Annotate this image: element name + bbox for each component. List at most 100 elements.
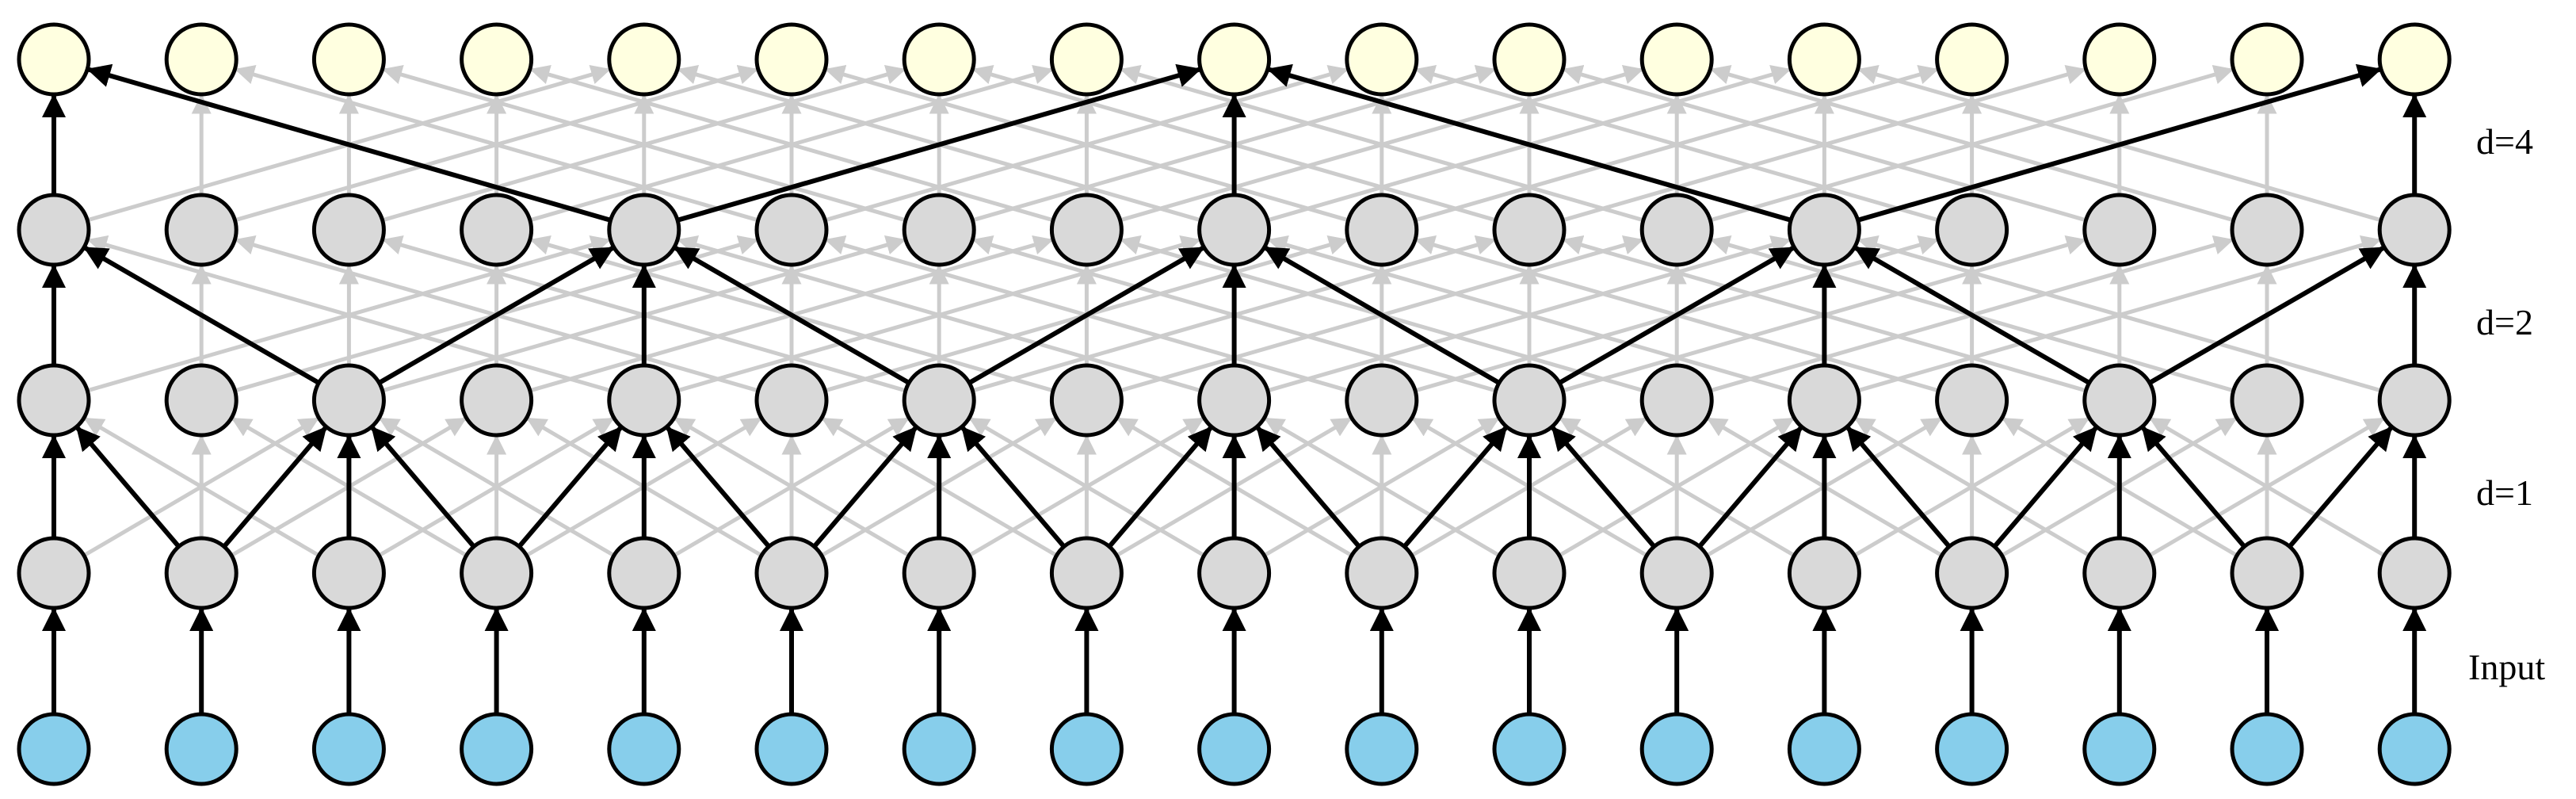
hidden-node: [2230, 536, 2304, 610]
hidden-node: [1492, 193, 1567, 267]
hidden-node: [1639, 193, 1714, 267]
input-node: [2082, 712, 2157, 786]
input-node: [1197, 712, 1272, 786]
input-node: [311, 712, 386, 786]
layer-label-input: Input: [2468, 647, 2546, 687]
background-edge: [1562, 64, 2087, 223]
hidden-node: [902, 193, 976, 267]
layer-label-d1: d=1: [2476, 472, 2533, 513]
background-edge: [82, 417, 319, 557]
highlighted-edge: [677, 63, 1202, 223]
background-edge: [2148, 417, 2385, 557]
background-edge: [673, 417, 910, 557]
hidden-node: [1345, 363, 1419, 438]
input-node: [1492, 712, 1567, 786]
hidden-node: [460, 536, 534, 610]
background-edge: [1853, 417, 2090, 557]
hidden-node: [2377, 536, 2452, 610]
hidden-node: [17, 193, 91, 267]
highlighted-edge: [222, 426, 327, 549]
highlighted-edge: [1256, 426, 1361, 549]
layer-label-d2: d=2: [2476, 302, 2533, 342]
highlighted-edge: [1266, 63, 1792, 223]
hidden-node: [1197, 536, 1272, 610]
hidden-node: [2082, 193, 2157, 267]
output-node: [1935, 22, 2009, 97]
input-node: [460, 712, 534, 786]
highlighted-edge: [967, 246, 1205, 385]
background-edge: [1263, 417, 1500, 557]
background-edge: [234, 64, 759, 223]
hidden-node: [1049, 193, 1124, 267]
highlighted-edge: [1263, 246, 1501, 385]
input-node: [902, 712, 976, 786]
output-node: [2082, 22, 2157, 97]
output-node: [1787, 22, 1861, 97]
highlighted-edge: [1845, 426, 1952, 549]
hidden-node: [2082, 363, 2157, 438]
highlighted-edge: [2141, 426, 2246, 549]
hidden-node: [754, 363, 829, 438]
input-node: [2377, 712, 2452, 786]
highlighted-edge: [1551, 426, 1656, 549]
input-node: [1345, 712, 1419, 786]
input-node: [754, 712, 829, 786]
hidden-node: [2082, 536, 2157, 610]
hidden-node: [460, 193, 534, 267]
output-node: [311, 22, 386, 97]
background-edge: [86, 235, 612, 393]
highlighted-edge: [674, 246, 910, 385]
output-node: [607, 22, 681, 97]
hidden-node: [1345, 193, 1419, 267]
hidden-node: [1197, 193, 1272, 267]
highlighted-edge: [83, 246, 320, 385]
hidden-node: [754, 536, 829, 610]
hidden-node: [460, 363, 534, 438]
hidden-node: [164, 363, 239, 438]
highlighted-edge: [1853, 246, 2091, 385]
hidden-node: [1049, 536, 1124, 610]
background-edge: [529, 64, 1054, 223]
background-edge: [1267, 235, 1792, 393]
background-edge: [381, 64, 906, 223]
highlighted-edge: [1558, 246, 1796, 385]
background-edge: [1414, 64, 1939, 223]
hidden-node: [1049, 363, 1124, 438]
hidden-node: [1935, 193, 2009, 267]
output-node: [902, 22, 976, 97]
output-node: [460, 22, 534, 97]
hidden-node: [1492, 363, 1567, 438]
highlighted-edge: [2288, 426, 2393, 549]
output-node: [1197, 22, 1272, 97]
highlighted-edge: [86, 63, 612, 223]
highlighted-edge: [1697, 426, 1803, 549]
hidden-node: [311, 363, 386, 438]
background-edge: [1709, 64, 2234, 223]
input-node: [607, 712, 681, 786]
nodes: [17, 22, 2452, 786]
highlighted-connections: [42, 63, 2427, 714]
highlighted-edge: [370, 426, 476, 549]
hidden-node: [17, 536, 91, 610]
input-node: [1787, 712, 1861, 786]
hidden-node: [311, 193, 386, 267]
hidden-node: [1787, 536, 1861, 610]
highlighted-edge: [812, 426, 918, 549]
highlighted-edge: [378, 246, 615, 385]
output-node: [164, 22, 239, 97]
output-node: [1639, 22, 1714, 97]
hidden-node: [164, 536, 239, 610]
hidden-node: [1935, 536, 2009, 610]
hidden-node: [311, 536, 386, 610]
highlighted-edge: [75, 426, 181, 549]
hidden-node: [1787, 363, 1861, 438]
background-edge: [824, 64, 1349, 223]
output-node: [1049, 22, 1124, 97]
hidden-node: [607, 363, 681, 438]
output-node: [2230, 22, 2304, 97]
hidden-node: [1935, 363, 2009, 438]
background-edge: [1558, 417, 1795, 557]
background-edge: [1119, 64, 1644, 223]
background-edge: [1857, 235, 2382, 393]
